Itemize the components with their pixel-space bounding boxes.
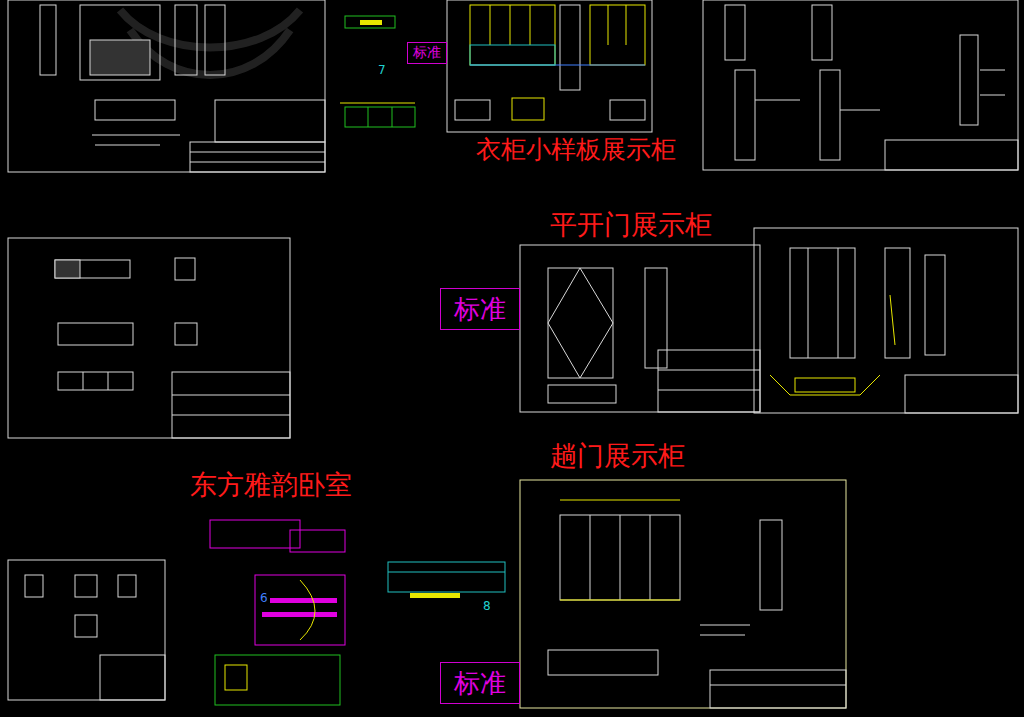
standard-tag: 标准 bbox=[440, 662, 520, 704]
tag-text: 标准 bbox=[413, 45, 441, 60]
section-title: 平开门展示柜 bbox=[548, 210, 714, 240]
section-title: 东方雅韵卧室 bbox=[188, 470, 354, 500]
callout-number: 8 bbox=[481, 600, 493, 613]
callout-number: 6 bbox=[258, 592, 270, 605]
section-title: 衣柜小样板展示柜 bbox=[474, 136, 678, 164]
tag-text: 标准 bbox=[454, 295, 506, 324]
standard-tag: 标准 bbox=[407, 42, 447, 64]
tag-text: 标准 bbox=[454, 669, 506, 698]
callout-number: 7 bbox=[376, 64, 388, 77]
section-title: 趟门展示柜 bbox=[548, 441, 687, 471]
standard-tag: 标准 bbox=[440, 288, 520, 330]
